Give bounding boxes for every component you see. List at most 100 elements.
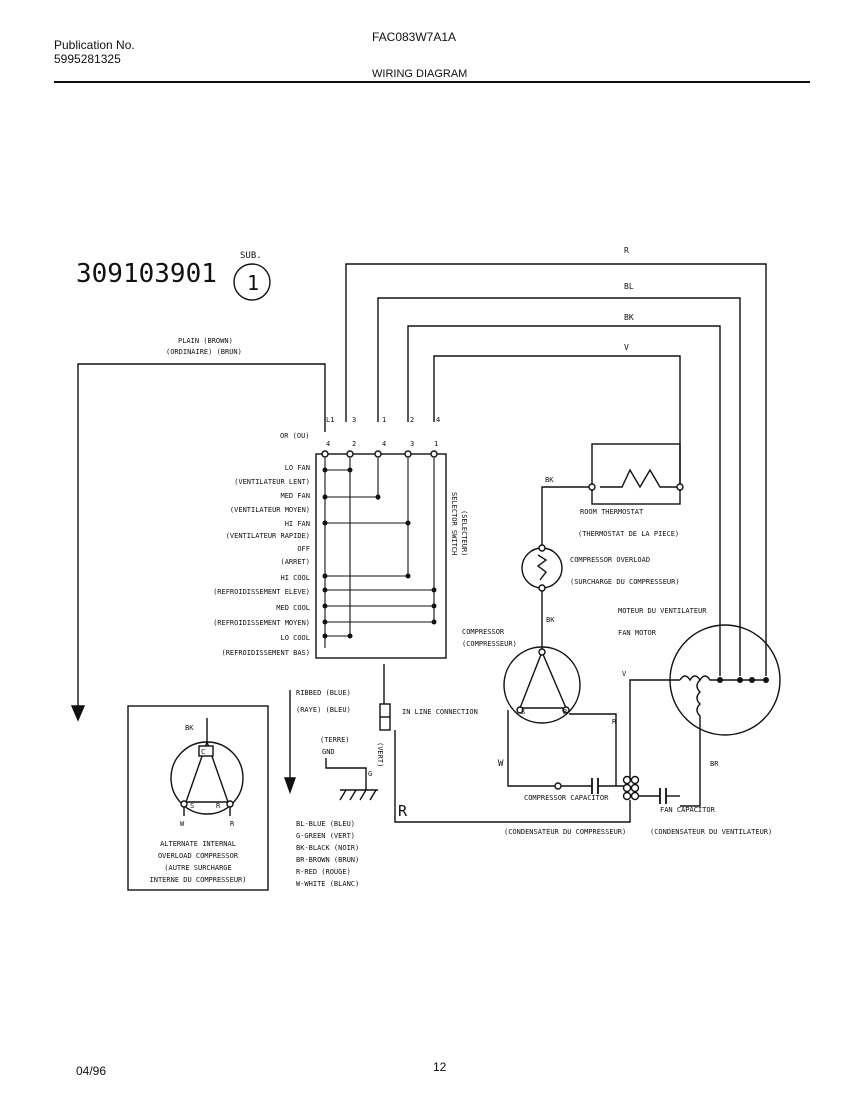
g-label: G [368,770,372,778]
alternate-line: INTERNE DU COMPRESSEUR) [150,876,247,884]
wire-blue [377,297,741,676]
wire-compressor-s [507,710,555,787]
compressor-terminal-r [562,706,570,714]
switch-contact-dots [322,467,437,639]
alt-terminal [226,800,234,808]
page-number: 12 [433,1060,447,1074]
alternate-line: ALTERNATE INTERNAL [160,840,236,848]
arrow-down-icon [70,705,86,722]
compressor-w-wire-label: W [498,759,504,769]
switch-terminal-top-4: 2 [410,416,414,424]
selector-switch-box [315,453,447,659]
wire-label-v: V [624,343,629,352]
overload-label: COMPRESSOR OVERLOAD [570,556,650,564]
compressor-s-label: S [521,708,525,716]
switch-terminal-bottom-2: 2 [352,440,356,448]
capacitor-terminal [554,782,562,790]
vert-label: (VERT) [376,742,384,767]
wire-ground [325,758,367,790]
wire-red [345,263,767,676]
legend-entry: W-WHITE (BLANC) [296,880,359,888]
compressor-fr-label: (COMPRESSEUR) [462,640,517,648]
comp-capacitor-fr-label: (CONDENSATEUR DU COMPRESSEUR) [504,828,626,836]
wire-thermostat-overload [541,486,589,546]
overload-circle [521,547,563,589]
compressor-terminal-c [538,648,546,656]
sub-number: 1 [247,271,259,295]
position-fr: (REFROIDISSEMENT ELEVE) [213,588,310,596]
overload-terminal [538,544,546,552]
position-en: LO FAN [285,464,310,472]
color-legend: BL-BLUE (BLEU) G-GREEN (VERT) BK-BLACK (… [296,820,359,888]
thermostat-fr-label: (THERMOSTAT DE LA PIECE) [578,530,679,538]
header-rule [54,81,810,83]
wire-label-bl: BL [624,282,634,291]
switch-terminal-top-1: L1 [326,416,334,424]
overload-fr-label: (SURCHARGE DU COMPRESSEUR) [570,578,680,586]
legend-entry: G-GREEN (VERT) [296,832,355,840]
alt-w-label: W [180,820,185,828]
switch-terminal-top-5: 4 [436,416,440,424]
compressor-r-label: R [563,708,568,716]
fan-motor-fr-label: FAN MOTOR [618,629,657,637]
gnd-label: GND [322,748,335,756]
position-en: MED COOL [276,604,310,612]
plain-brown-label: PLAIN (BROWN) [178,337,233,345]
arrow-down-icon [284,777,296,795]
position-fr: (VENTILATEUR RAPIDE) [226,532,310,540]
compressor-r-wire-label: R [612,718,617,726]
alt-s-label: S [190,802,194,810]
switch-internal-contacts [324,458,435,648]
switch-positions: LO FAN (VENTILATEUR LENT) MED FAN (VENTI… [213,464,310,657]
position-en: LO COOL [280,634,310,642]
compressor-terminal-s [516,706,524,714]
fan-motor-label: MOTEUR DU VENTILATEUR [618,607,707,615]
alt-r-label: R [216,802,221,810]
thermostat-terminal [588,483,596,491]
fan-capacitor-label: FAN CAPACITOR [660,806,716,814]
fan-motor-windings [679,675,766,682]
position-en: HI FAN [285,520,310,528]
legend-entry: BL-BLUE (BLEU) [296,820,355,828]
terre-label: (TERRE) [320,736,350,744]
fan-capacitor-fr-label: (CONDENSATEUR DU VENTILATEUR) [650,828,772,836]
alt-compressor-windings [185,739,229,803]
compressor-label: COMPRESSOR [462,628,505,636]
wire-bottom-red [394,730,631,823]
alternate-overload-box [127,705,269,891]
alternate-line: OVERLOAD COMPRESSOR [158,852,239,860]
switch-terminal-bottom-1: 4 [326,440,330,448]
position-fr: (REFROIDISSEMENT MOYEN) [213,619,310,627]
inline-label: IN LINE CONNECTION [402,708,478,716]
wire-violet [433,355,681,487]
ground-icon [339,789,378,801]
terminal-block [622,775,640,801]
or-label: OR (OU) [280,432,310,440]
overload-element [536,554,548,581]
publication-number: 5995281325 [54,52,121,66]
position-en: HI COOL [280,574,310,582]
sub-label: SUB. [240,251,262,261]
footer-date: 04/96 [76,1064,107,1078]
switch-terminal-bottom-3: 4 [382,440,386,448]
fan-br-label: BR [710,760,719,768]
position-fr: (ARRET) [280,558,310,566]
overload-terminal [538,584,546,592]
position-fr: (VENTILATEUR LENT) [234,478,310,486]
fan-motor-terminals [717,677,769,683]
model-number: FAC083W7A1A [372,30,457,44]
wire-plain-brown [77,363,326,708]
thermostat-terminal [676,483,684,491]
thermostat-bk-label: BK [545,476,554,484]
alternate-caption: ALTERNATE INTERNAL OVERLOAD COMPRESSOR (… [150,840,247,884]
thermostat-contact [600,468,680,489]
wire-fan-brown [680,740,701,807]
switch-terminal-top-2: 3 [352,416,356,424]
position-en: MED FAN [280,492,310,500]
thermostat-box [591,443,681,505]
overload-bk-label: BK [546,616,555,624]
position-en: OFF [297,545,310,553]
legend-entry: R-RED (ROUGE) [296,868,351,876]
alt-c-label: C [201,748,205,756]
